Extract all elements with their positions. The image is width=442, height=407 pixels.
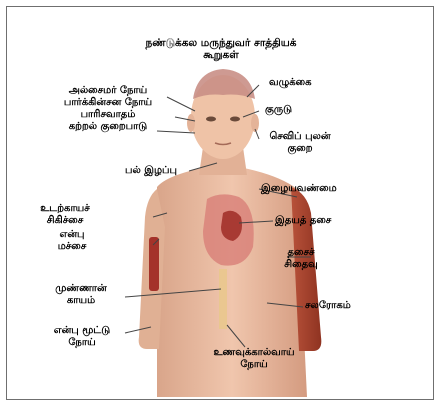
label-bone-marrow: என்பு மச்சை [37,229,107,253]
label-arthritis-line-1: என்பு மூட்டு [39,325,125,337]
label-muscle-dystrophy: தசைச் சிதைவு [273,247,329,271]
figure-frame: நண்டுக்கல மருந்துவர் சாத்தியக் கூறுகள் அ… [6,6,434,400]
figure-title: நண்டுக்கல மருந்துவர் சாத்தியக் கூறுகள் [121,37,321,61]
label-gut-line-1: உணவுக்கால்வாய் [199,347,309,359]
label-parkinson: பார்க்கின்சன நோய் [43,97,173,109]
figure-title-line-2: கூறுகள் [121,49,321,61]
label-gut-line-2: நோய் [199,359,309,371]
label-bone-line-2: சிகிச்சை [27,215,103,227]
label-diabetes: சலரோகம் [305,300,351,312]
label-gut-disease: உணவுக்கால்வாய் நோய் [199,347,309,371]
label-spinal-injury: முண்ணான் காயம் [37,283,125,307]
label-arthritis-line-2: நோய் [39,337,125,349]
label-bone-treatment: உடற்காயச் சிகிச்சை [27,203,103,227]
label-baldness: வழுக்கை [269,77,312,89]
label-alzheimer: அல்சைமர் நோய் [43,85,173,97]
label-marrow-line-2: மச்சை [37,241,107,253]
label-blind: குருடு [265,104,292,116]
label-tooth-loss: பல் இழப்பு [125,165,177,177]
label-brain-group: அல்சைமர் நோய் பார்க்கின்சன நோய் பாரிசவாத… [43,85,173,133]
label-spinal-line-1: முண்ணான் [37,283,125,295]
label-dystrophy-line-2: சிதைவு [273,259,329,271]
label-paralysis: பாரிசவாதம் [43,109,173,121]
label-spinal-line-2: காயம் [37,295,125,307]
label-arthritis: என்பு மூட்டு நோய் [39,325,125,349]
label-muscle-tissue: இழையவண்மை [261,183,337,195]
label-deaf-line-2: குறை [255,143,345,155]
label-deaf-line-1: செவிப் புலன் [255,131,345,143]
label-dystrophy-line-1: தசைச் [273,247,329,259]
label-marrow-line-1: என்பு [37,229,107,241]
label-learning: கற்றல் குறைபாடு [43,121,173,133]
label-heart-muscle: இதயத் தசை [275,215,331,227]
label-deaf: செவிப் புலன் குறை [255,131,345,155]
figure-title-line-1: நண்டுக்கல மருந்துவர் சாத்தியக் [121,37,321,49]
label-bone-line-1: உடற்காயச் [27,203,103,215]
